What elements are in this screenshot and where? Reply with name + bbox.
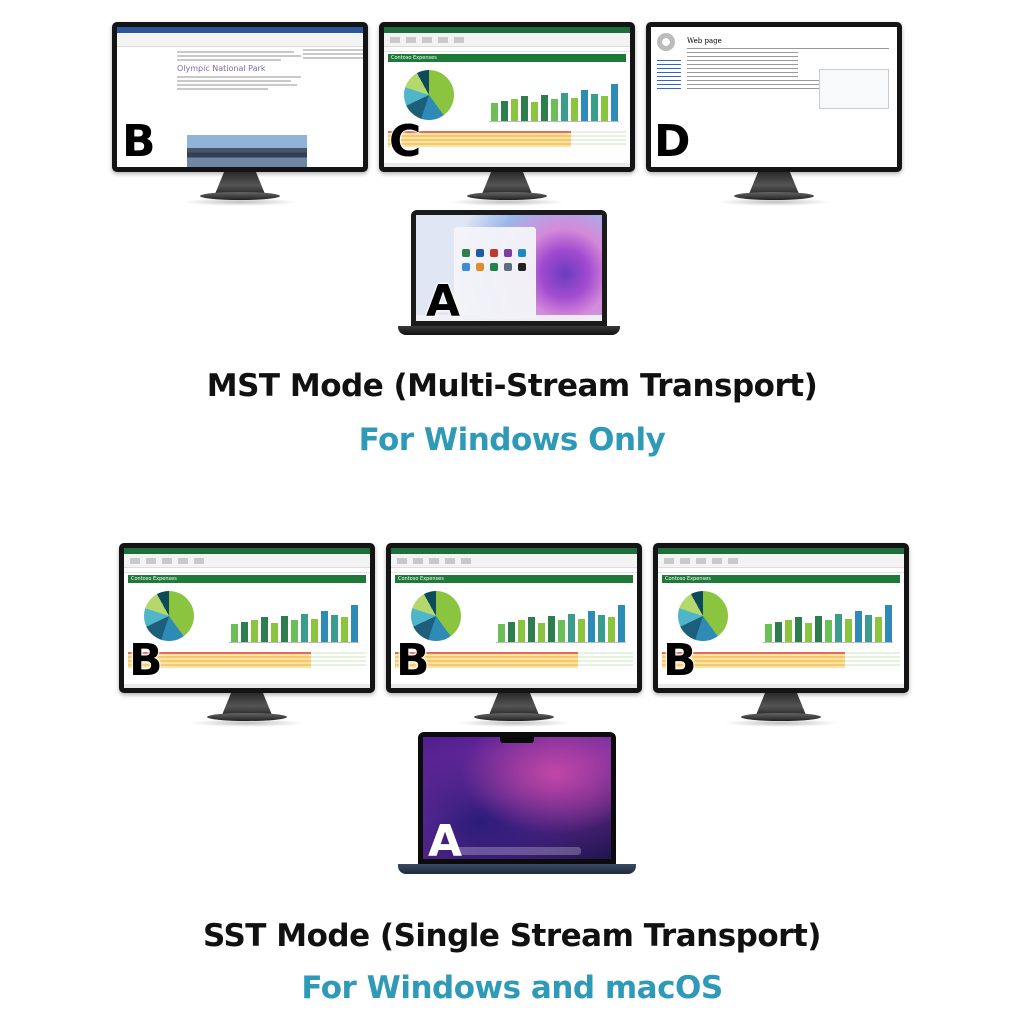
sheet-title: Contoso Expenses	[395, 575, 633, 583]
sst-monitor-2: Contoso Expenses B	[386, 543, 642, 727]
sst-title: SST Mode (Single Stream Transport)	[203, 918, 821, 954]
display-letter: D	[654, 116, 692, 167]
bar-chart	[763, 597, 893, 643]
display-letter: C	[388, 116, 422, 167]
doc-heading: Olympic National Park	[177, 64, 266, 73]
windows-desktop	[416, 215, 602, 321]
excel-screen: Contoso Expenses	[658, 548, 904, 688]
display-letter: A	[425, 276, 461, 327]
bar-chart	[489, 76, 619, 122]
bar-chart	[496, 597, 626, 643]
sst-monitor-3: Contoso Expenses B	[653, 543, 909, 727]
sheet-title: Contoso Expenses	[662, 575, 900, 583]
mst-monitor-b: Olympic National Park B	[112, 22, 368, 206]
data-table	[395, 652, 633, 668]
data-table	[662, 652, 900, 668]
mst-monitor-d: Web page D	[646, 22, 902, 206]
excel-screen: Contoso Expenses	[124, 548, 370, 688]
pie-chart	[678, 591, 728, 641]
sst-subtitle: For Windows and macOS	[301, 970, 723, 1006]
sheet-title: Contoso Expenses	[128, 575, 366, 583]
start-menu	[454, 227, 536, 319]
excel-screen: Contoso Expenses	[384, 27, 630, 167]
wikipedia-logo-icon	[657, 33, 675, 51]
taskbar	[416, 315, 602, 321]
word-screen: Olympic National Park	[117, 27, 363, 167]
mst-title: MST Mode (Multi-Stream Transport)	[206, 368, 818, 404]
display-letter: B	[396, 635, 431, 686]
display-letter: B	[122, 116, 157, 167]
pie-chart	[411, 591, 461, 641]
data-table	[388, 131, 626, 147]
macos-desktop	[423, 737, 611, 859]
display-letter: B	[129, 635, 164, 686]
excel-screen: Contoso Expenses	[391, 548, 637, 688]
wiki-page-title: Web page	[687, 37, 722, 45]
landscape-image	[187, 135, 307, 167]
sst-monitor-1: Contoso Expenses B	[119, 543, 375, 727]
pie-chart	[404, 70, 454, 120]
bar-chart	[229, 597, 359, 643]
data-table	[128, 652, 366, 668]
dock	[453, 847, 581, 855]
sheet-title: Contoso Expenses	[388, 54, 626, 62]
infobox	[819, 69, 889, 109]
display-letter: B	[663, 635, 698, 686]
sst-laptop-macbook: A	[398, 732, 636, 878]
mst-laptop-windows: A	[398, 210, 620, 338]
display-letter: A	[428, 816, 463, 867]
pie-chart	[144, 591, 194, 641]
mst-monitor-c: Contoso Expenses C	[379, 22, 635, 206]
wiki-screen: Web page	[651, 27, 897, 167]
mst-subtitle: For Windows Only	[358, 422, 666, 458]
